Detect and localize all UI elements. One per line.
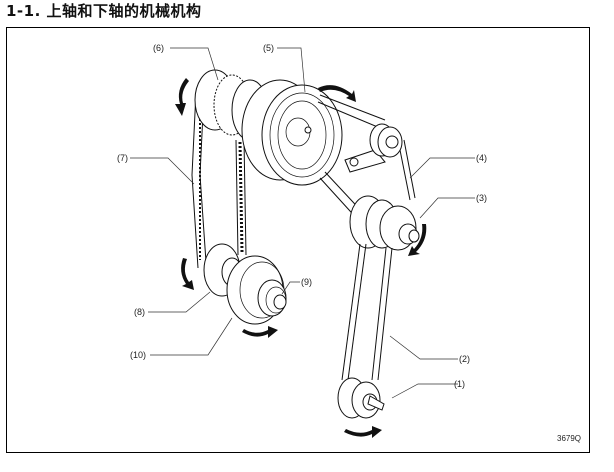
label-3: (3) (476, 193, 487, 203)
pulley-1 (337, 377, 385, 419)
label-10: (10) (130, 350, 146, 360)
arrow-upper-left (175, 78, 189, 116)
arrow-pulley-3 (408, 224, 427, 256)
label-2: (2) (459, 354, 470, 364)
arrow-bottom (344, 426, 382, 438)
label-6: (6) (153, 43, 164, 53)
upper-shaft-pulley (241, 79, 343, 186)
label-7: (7) (117, 153, 128, 163)
arrow-lower-left (181, 258, 194, 290)
label-4: (4) (476, 153, 487, 163)
leader-lines (130, 47, 475, 399)
label-8: (8) (134, 307, 145, 317)
pulley-3 (349, 195, 420, 251)
arrow-lower-right (242, 326, 278, 338)
label-1: (1) (454, 379, 465, 389)
arrow-upper-right (318, 85, 356, 102)
idler-pulley (344, 123, 403, 173)
long-belt (341, 243, 393, 381)
rotation-arrows (175, 78, 427, 438)
figure-code: 3679Q (557, 434, 581, 443)
label-9: (9) (301, 277, 312, 287)
section-heading: 1-1. 上轴和下轴的机械机构 (6, 2, 202, 20)
lower-shaft-assembly (203, 243, 287, 325)
label-5: (5) (263, 43, 274, 53)
figure-frame (6, 27, 590, 453)
